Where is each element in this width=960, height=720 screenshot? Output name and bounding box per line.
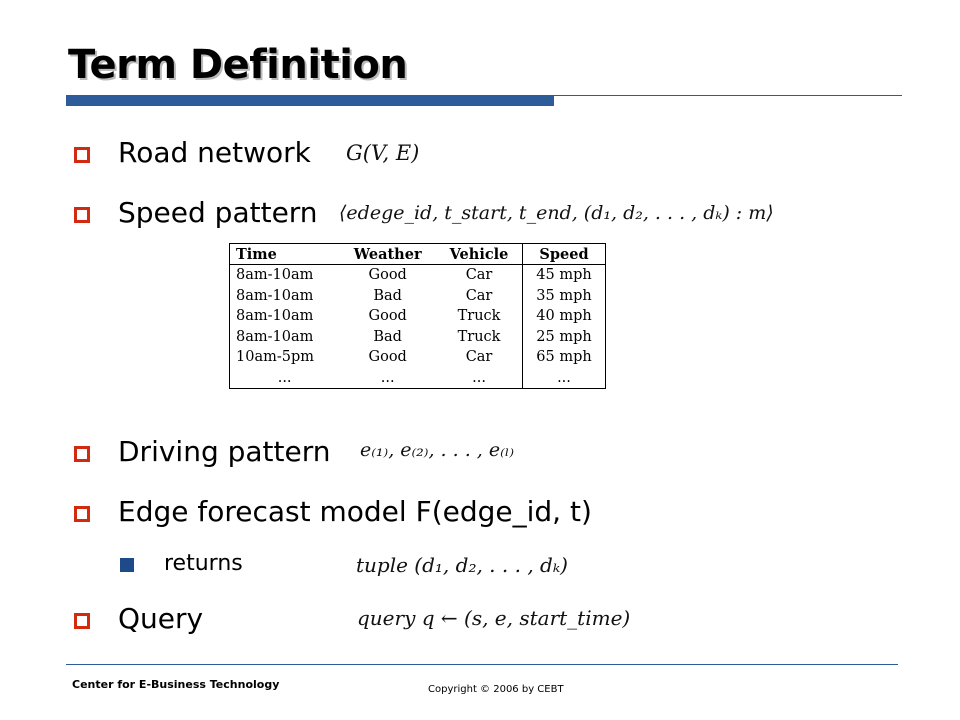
table-header-row: Time Weather Vehicle Speed bbox=[229, 243, 606, 265]
column-header: Vehicle bbox=[436, 243, 523, 265]
footer-rule bbox=[66, 664, 898, 665]
table-cell: Good bbox=[368, 267, 407, 283]
column-header: Speed bbox=[521, 243, 606, 265]
table-cell: Car bbox=[465, 287, 493, 304]
table-cell: Good bbox=[368, 349, 407, 365]
bullet-label: Speed pattern bbox=[118, 196, 318, 229]
table-row: 8am-10am Good Car 45 mph bbox=[230, 264, 606, 286]
column-header: Time bbox=[229, 243, 340, 265]
bullet-query: Query bbox=[74, 599, 914, 639]
bullet-label: Road network bbox=[118, 136, 311, 169]
title-accent-bar bbox=[66, 95, 554, 106]
table-cell: 8am-10am bbox=[236, 308, 314, 324]
returns-formula: tuple (d₁, d₂, . . . , dₖ) bbox=[356, 553, 568, 577]
table-cell: 25 mph bbox=[521, 326, 606, 347]
bullet-road-network: Road network bbox=[74, 133, 914, 173]
hollow-square-bullet-icon bbox=[74, 147, 90, 163]
table-cell: ... bbox=[472, 369, 486, 386]
table-cell: 35 mph bbox=[521, 285, 606, 306]
footer-copyright: Copyright © 2006 by CEBT bbox=[428, 684, 564, 695]
table-row: 8am-10am Good Truck 40 mph bbox=[230, 306, 606, 327]
bullet-driving-pattern: Driving pattern bbox=[74, 432, 914, 472]
table-cell: 8am-10am bbox=[236, 267, 314, 283]
table-cell: 65 mph bbox=[521, 347, 606, 368]
table-cell: 40 mph bbox=[521, 306, 606, 327]
table-cell: 10am-5pm bbox=[236, 349, 315, 365]
bullet-speed-pattern: Speed pattern bbox=[74, 193, 914, 233]
table-cell: Bad bbox=[373, 328, 402, 345]
table-cell: ... bbox=[521, 367, 606, 389]
slide-title: Term Definition bbox=[68, 42, 408, 88]
filled-square-bullet-icon bbox=[120, 558, 134, 572]
table-cell: Car bbox=[465, 349, 493, 365]
sub-bullet-label: returns bbox=[164, 551, 243, 576]
table-cell: Good bbox=[368, 308, 407, 324]
bullet-label: Query bbox=[118, 602, 204, 635]
table-cell: Truck bbox=[457, 308, 501, 324]
speed-pattern-formula: ⟨edege_id, t_start, t_end, (d₁, d₂, . . … bbox=[339, 202, 774, 224]
table-row: 10am-5pm Good Car 65 mph bbox=[230, 347, 606, 368]
table-cell: 8am-10am bbox=[236, 328, 314, 345]
speed-pattern-table: Time Weather Vehicle Speed 8am-10am Good… bbox=[229, 243, 606, 389]
table-cell: Bad bbox=[373, 287, 402, 304]
table-cell: Car bbox=[465, 267, 493, 283]
table-cell: Truck bbox=[457, 328, 501, 345]
bullet-label: Driving pattern bbox=[118, 435, 331, 468]
sub-bullet-returns: returns bbox=[120, 549, 520, 579]
column-header: Weather bbox=[339, 243, 437, 265]
query-formula: query q ← (s, e, start_time) bbox=[357, 606, 631, 630]
bullet-label: Edge forecast model F(edge_id, t) bbox=[118, 495, 592, 528]
table-row: 8am-10am Bad Car 35 mph bbox=[230, 285, 606, 306]
table-row: ... ... ... ... bbox=[230, 367, 606, 389]
table-cell: ... bbox=[380, 369, 395, 386]
bullet-edge-forecast-model: Edge forecast model F(edge_id, t) bbox=[74, 492, 914, 532]
road-network-formula: G(V, E) bbox=[346, 141, 420, 165]
hollow-square-bullet-icon bbox=[74, 207, 90, 223]
hollow-square-bullet-icon bbox=[74, 506, 90, 522]
table-cell: 8am-10am bbox=[236, 287, 314, 304]
table-row: 8am-10am Bad Truck 25 mph bbox=[230, 326, 606, 347]
hollow-square-bullet-icon bbox=[74, 446, 90, 462]
table-cell: ... bbox=[277, 369, 292, 386]
footer-organization: Center for E-Business Technology bbox=[72, 678, 280, 691]
driving-pattern-formula: e₍₁₎, e₍₂₎, . . . , e₍ₗ₎ bbox=[360, 439, 515, 461]
hollow-square-bullet-icon bbox=[74, 613, 90, 629]
table-cell: 45 mph bbox=[521, 264, 606, 286]
